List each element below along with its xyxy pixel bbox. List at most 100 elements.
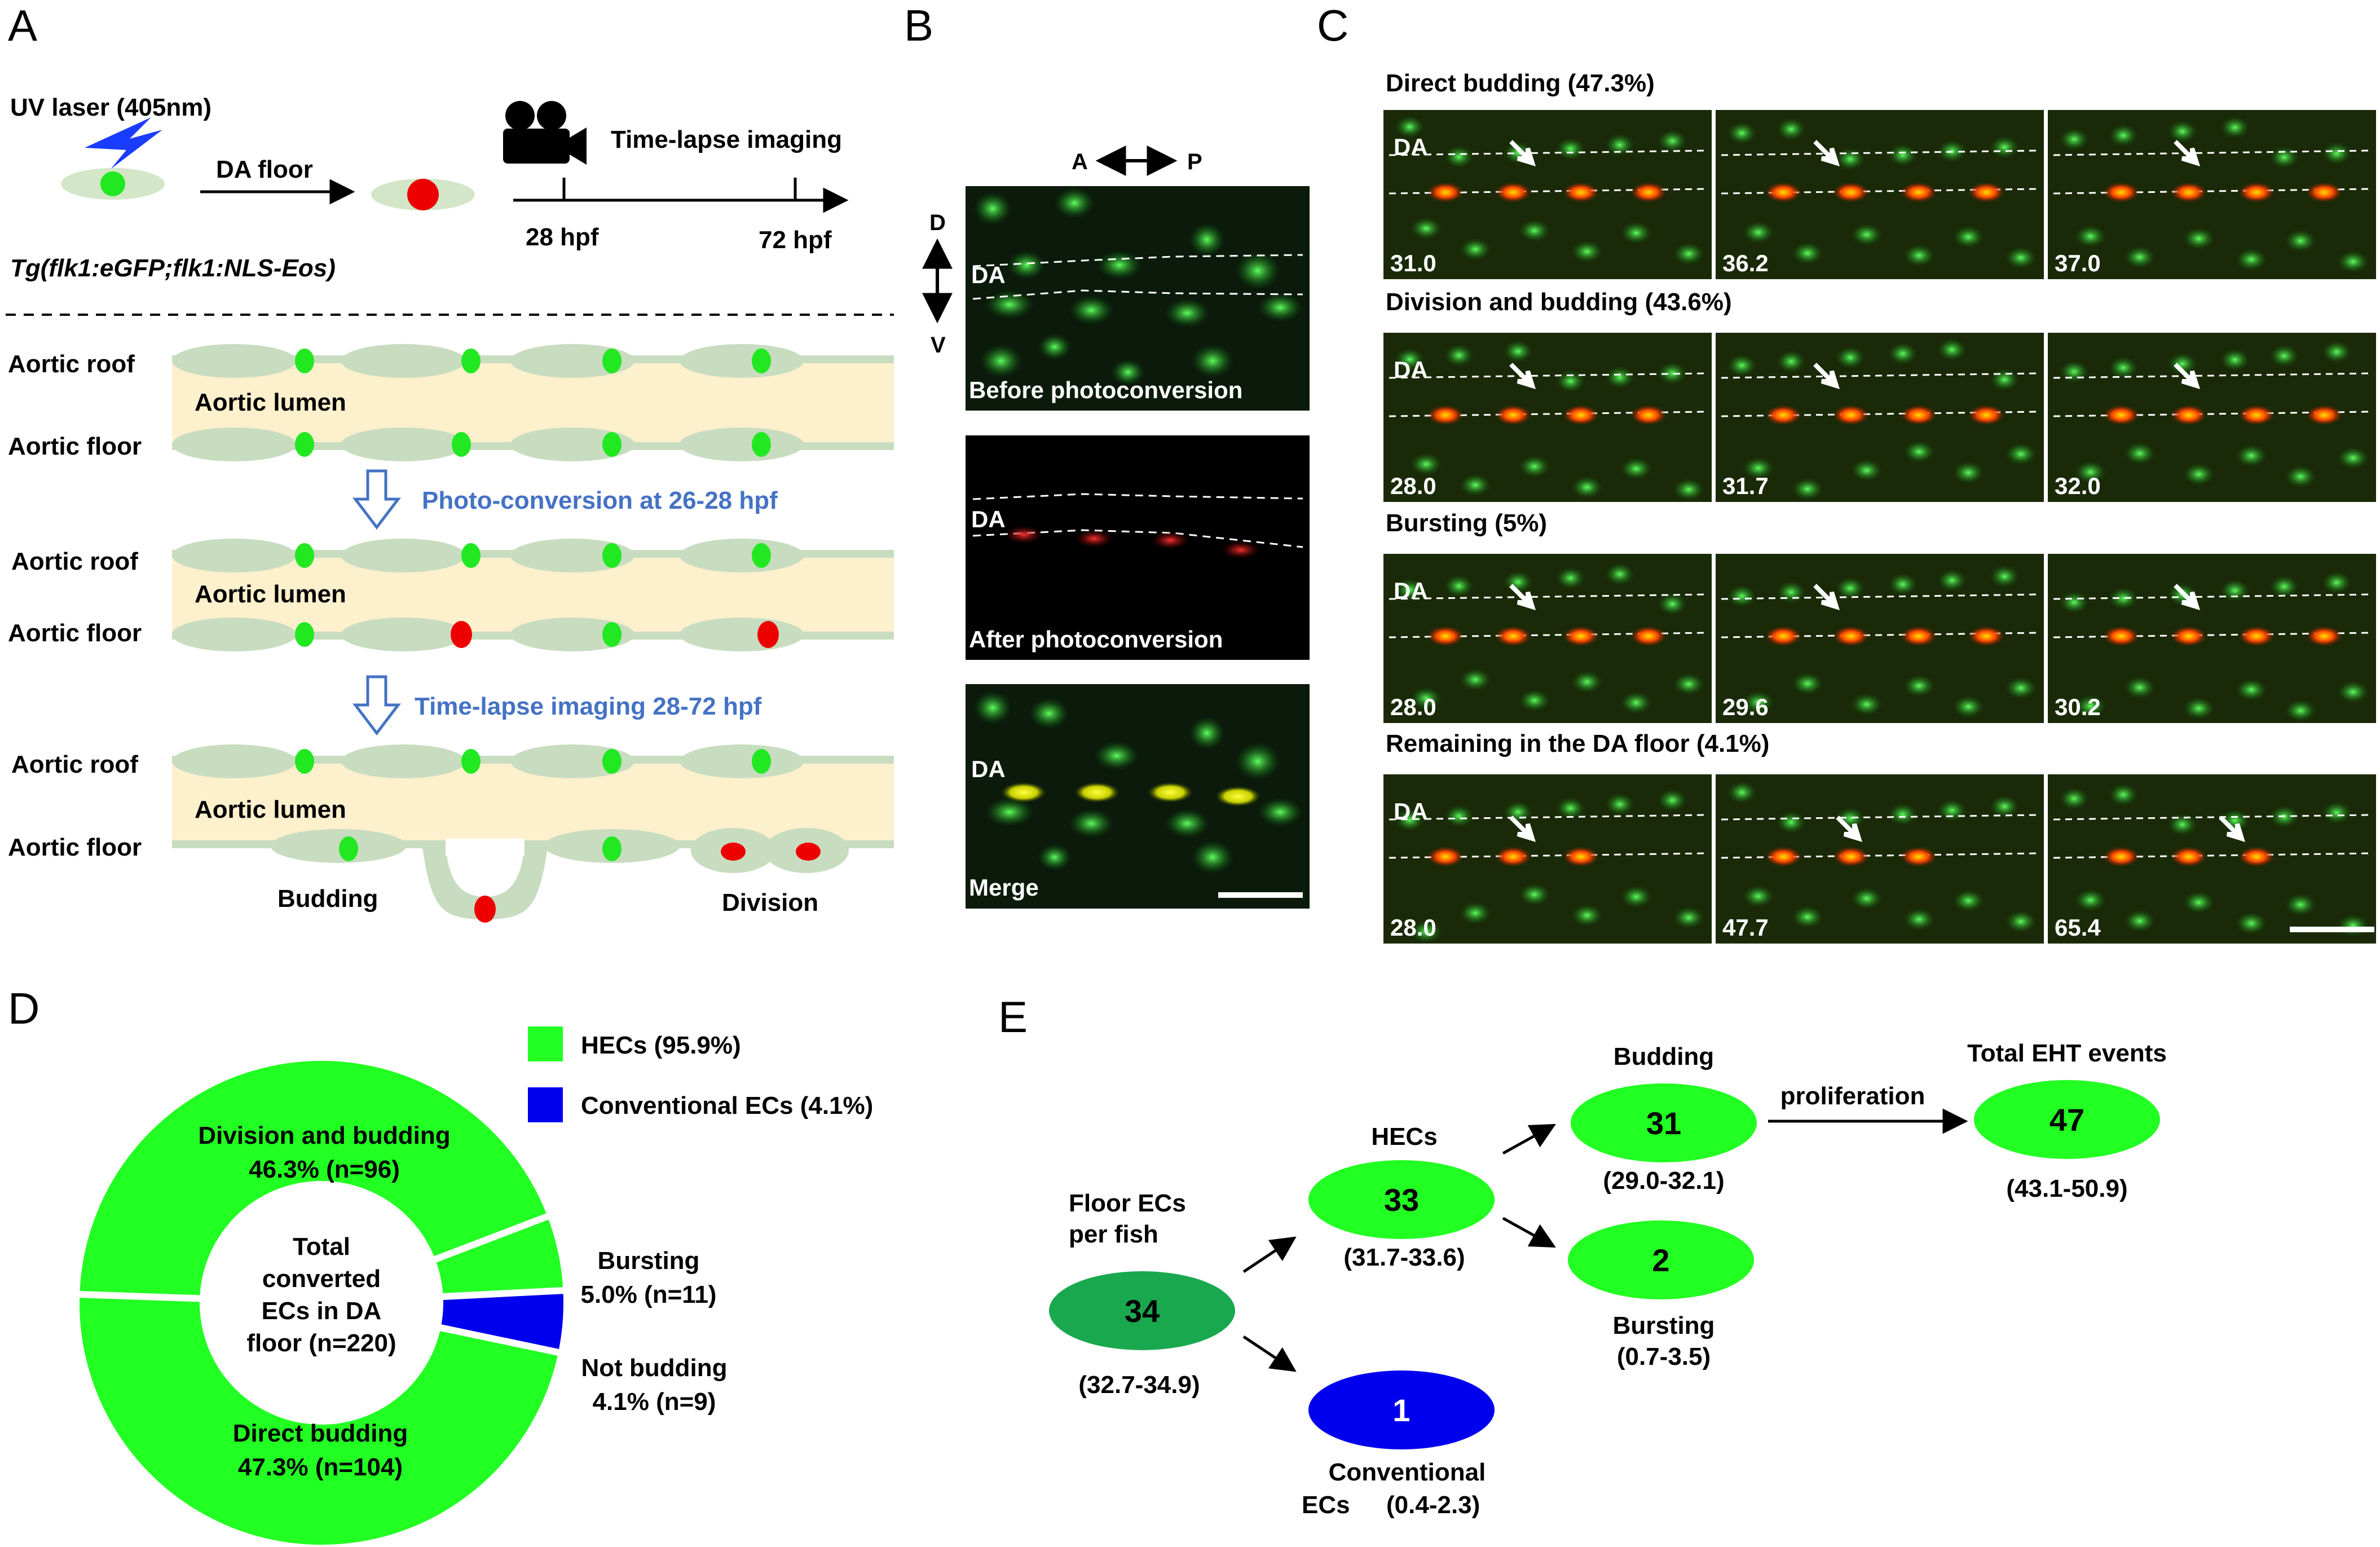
arrow-marker-icon: [1813, 584, 1840, 611]
lumen-label-2: Aortic lumen: [195, 580, 346, 608]
axis-a-label: A: [1072, 149, 1088, 174]
time-label: 28.0: [1390, 914, 1436, 941]
aorta-schematic-3: Aortic roof Aortic lumen Aortic floor Bu…: [8, 744, 894, 923]
panel-a: A UV laser (405nm) DA floor Tg(flk1:eGFP…: [6, 1, 894, 923]
total-ci: (43.1-50.9): [2006, 1175, 2127, 1202]
row-title: Division and budding (43.6%): [1386, 288, 1732, 316]
t-end-label: 72 hpf: [759, 226, 832, 254]
aorta-schematic-1: Aortic roof Aortic lumen Aortic floor: [8, 344, 894, 461]
arrow-floor-conv: [1242, 1335, 1297, 1372]
slice-pct-not-budding: 4.1% (n=9): [593, 1388, 716, 1416]
slice-label-not-budding: Not budding: [581, 1354, 727, 1382]
node-conventional: [1308, 1370, 1495, 1449]
slice-pct-bursting: 5.0% (n=11): [581, 1281, 717, 1308]
node-total: [1974, 1080, 2160, 1159]
timelapse-frame: 32.0: [2048, 333, 2376, 502]
transgene-label: Tg(flk1:eGFP;flk1:NLS-Eos): [10, 254, 336, 282]
row-title: Bursting (5%): [1386, 509, 1547, 537]
hecs-value: 33: [1384, 1182, 1419, 1218]
conv-ci: (0.4-2.3): [1386, 1491, 1480, 1519]
time-label: 31.7: [1722, 473, 1769, 499]
node-bursting: [1568, 1220, 1754, 1299]
panel-a-letter: A: [8, 1, 37, 50]
timelapse-frame: 30.2: [2048, 554, 2376, 723]
time-label: 31.0: [1390, 250, 1436, 276]
red-nucleus: [407, 179, 439, 210]
da-label-b3: DA: [971, 756, 1006, 782]
center-line-3: ECs in DA: [262, 1297, 382, 1325]
before-label: Before photoconversion: [969, 377, 1242, 403]
panel-b-letter: B: [904, 1, 933, 50]
division-label: Division: [722, 889, 818, 916]
da-label: DA: [1394, 356, 1428, 383]
roof-label-1: Aortic roof: [8, 350, 135, 378]
center-line-4: floor (n=220): [246, 1329, 396, 1357]
da-label: DA: [1394, 798, 1428, 825]
time-label: 30.2: [2055, 694, 2101, 720]
arrow-marker-icon: [1836, 816, 1863, 843]
row-title: Direct budding (47.3%): [1386, 69, 1655, 97]
time-label: 37.0: [2055, 250, 2101, 276]
center-line-2: converted: [262, 1265, 381, 1293]
bursting-label: Bursting: [1613, 1312, 1715, 1339]
node-floor: [1049, 1271, 1235, 1350]
timelapse-frame: 36.2: [1716, 110, 2044, 279]
proliferation-label: proliferation: [1780, 1082, 1925, 1110]
arrow-marker-icon: [1813, 363, 1840, 390]
down-arrow-icon: [352, 469, 402, 530]
roof-label-3: Aortic roof: [11, 751, 138, 778]
conv-label-line-1: Conventional: [1329, 1458, 1486, 1486]
legend-hecs-label: HECs (95.9%): [581, 1032, 741, 1059]
floor-label-line-2: per fish: [1069, 1220, 1158, 1248]
timelapse-frame: 29.6: [1716, 554, 2044, 723]
panel-e-letter: E: [998, 992, 1028, 1042]
scale-bar: [1218, 892, 1303, 898]
after-label: After photoconversion: [969, 626, 1223, 653]
panel-d: D HECs (95.9%) Conventional ECs (4.1%) T…: [8, 984, 873, 1547]
image-before-photoconversion: DA Before photoconversion: [966, 186, 1310, 411]
time-label: 28.0: [1390, 694, 1436, 720]
budding-label: Budding: [1614, 1043, 1714, 1070]
merge-label: Merge: [969, 874, 1039, 901]
arrow-marker-icon: [2174, 140, 2201, 167]
timelapse-frame: 47.7: [1716, 774, 2044, 944]
axis-v-label: V: [931, 333, 946, 358]
conv-value: 1: [1392, 1392, 1410, 1428]
lumen-label-3: Aortic lumen: [195, 796, 346, 823]
budding-cell: [422, 844, 548, 919]
time-label: 36.2: [1722, 250, 1769, 276]
time-label: 29.6: [1722, 694, 1769, 720]
arrow-marker-icon: [1509, 363, 1536, 390]
time-label: 32.0: [2055, 473, 2101, 499]
panel-e: E Floor ECs per fish 34 (32.7-34.9) HECs…: [998, 992, 2167, 1519]
lumen-label-1: Aortic lumen: [195, 389, 346, 416]
roof-label-2: Aortic roof: [11, 548, 138, 575]
node-budding: [1571, 1083, 1757, 1162]
legend-conventional-label: Conventional ECs (4.1%): [581, 1092, 873, 1120]
time-label: 65.4: [2055, 914, 2101, 941]
arrow-marker-icon: [1509, 140, 1536, 167]
camera-icon: [503, 101, 587, 165]
arrow-marker-icon: [2174, 363, 2201, 390]
slice-label-division: Division and budding: [198, 1122, 450, 1149]
uv-laser-label: UV laser (405nm): [10, 94, 211, 121]
scale-bar: [2290, 927, 2374, 932]
axis-d-label: D: [929, 210, 946, 235]
arrow-marker-icon: [2174, 584, 2201, 611]
budding-value: 31: [1646, 1105, 1681, 1141]
donut-slice: [73, 1054, 556, 1302]
timelapse-label: Time-lapse imaging: [611, 126, 842, 153]
step1-label: Photo-conversion at 26-28 hpf: [422, 487, 778, 514]
slice-label-direct: Direct budding: [233, 1420, 408, 1447]
arrow-marker-icon: [1509, 584, 1536, 611]
image-merge: DA Merge: [966, 684, 1310, 909]
total-value: 47: [2050, 1102, 2084, 1138]
aorta-schematic-2: Aortic roof Aortic lumen Aortic floor: [8, 539, 894, 651]
green-nucleus: [100, 171, 125, 196]
timelapse-frame: 65.4: [2048, 774, 2376, 944]
timelapse-frame: DA 28.0: [1383, 774, 1712, 944]
arrow-marker-icon: [2219, 816, 2246, 843]
down-arrow-icon: [352, 675, 402, 736]
time-label: 28.0: [1390, 473, 1436, 499]
